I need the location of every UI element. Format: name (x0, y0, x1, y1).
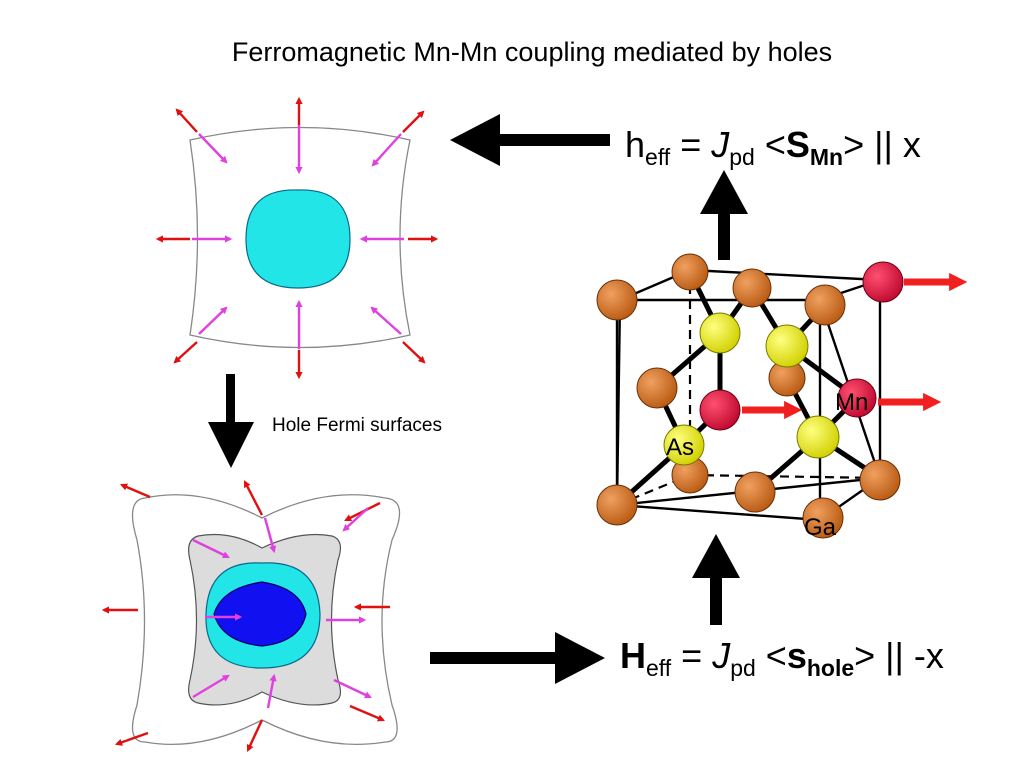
open-bracket: < (756, 635, 787, 676)
as-atoms (663, 312, 840, 466)
j-subscript: pd (730, 655, 756, 681)
direction-tail: || -x (875, 635, 944, 676)
ga-atoms (596, 253, 901, 539)
s-subscript: hole (807, 655, 854, 681)
fermi-surface-bottom (101, 480, 401, 752)
outward-arrows-top (155, 96, 439, 380)
label-mn: Mn (835, 389, 868, 416)
j-symbol: J (710, 124, 730, 165)
crystal-up-arrow-bottom (692, 534, 740, 625)
h-subscript: eff (645, 144, 671, 170)
crystal-up-arrow-top (700, 170, 748, 260)
h-symbol: h (625, 124, 645, 165)
mn-atoms (699, 261, 904, 431)
equals: = (671, 635, 712, 676)
label-ga: Ga (804, 514, 837, 541)
fermi-surface-top (155, 96, 439, 380)
blue-pocket-bottom (213, 581, 307, 647)
close-bracket: > (854, 635, 875, 676)
h-symbol: H (620, 635, 646, 676)
direction-tail: || x (864, 124, 921, 165)
inward-arrows-top (192, 125, 404, 349)
diagram-title: Ferromagnetic Mn-Mn coupling mediated by… (232, 37, 832, 67)
j-subscript: pd (729, 144, 755, 170)
s-symbol: S (786, 124, 810, 165)
formula-top: heff = Jpd <SMn> || x (625, 124, 921, 170)
arrow-to-top-surface (450, 114, 610, 166)
j-symbol: J (711, 635, 731, 676)
inner-pocket-top (245, 189, 351, 289)
label-as: As (666, 434, 694, 461)
h-subscript: eff (646, 655, 672, 681)
arrow-to-bottom-formula (430, 632, 605, 684)
s-subscript: Mn (810, 144, 843, 170)
down-arrow (208, 374, 254, 468)
s-symbol: s (787, 635, 807, 676)
spin-arrows (742, 272, 968, 420)
close-bracket: > (843, 124, 864, 165)
equals: = (670, 124, 711, 165)
fermi-surfaces-caption: Hole Fermi surfaces (272, 415, 442, 436)
crystal-structure: Mn As Ga (596, 253, 968, 541)
formula-bottom: Heff = Jpd <shole> || -x (620, 635, 944, 681)
outward-arrows-bottom (101, 480, 390, 752)
open-bracket: < (755, 124, 786, 165)
inward-arrows-bottom (192, 507, 372, 709)
